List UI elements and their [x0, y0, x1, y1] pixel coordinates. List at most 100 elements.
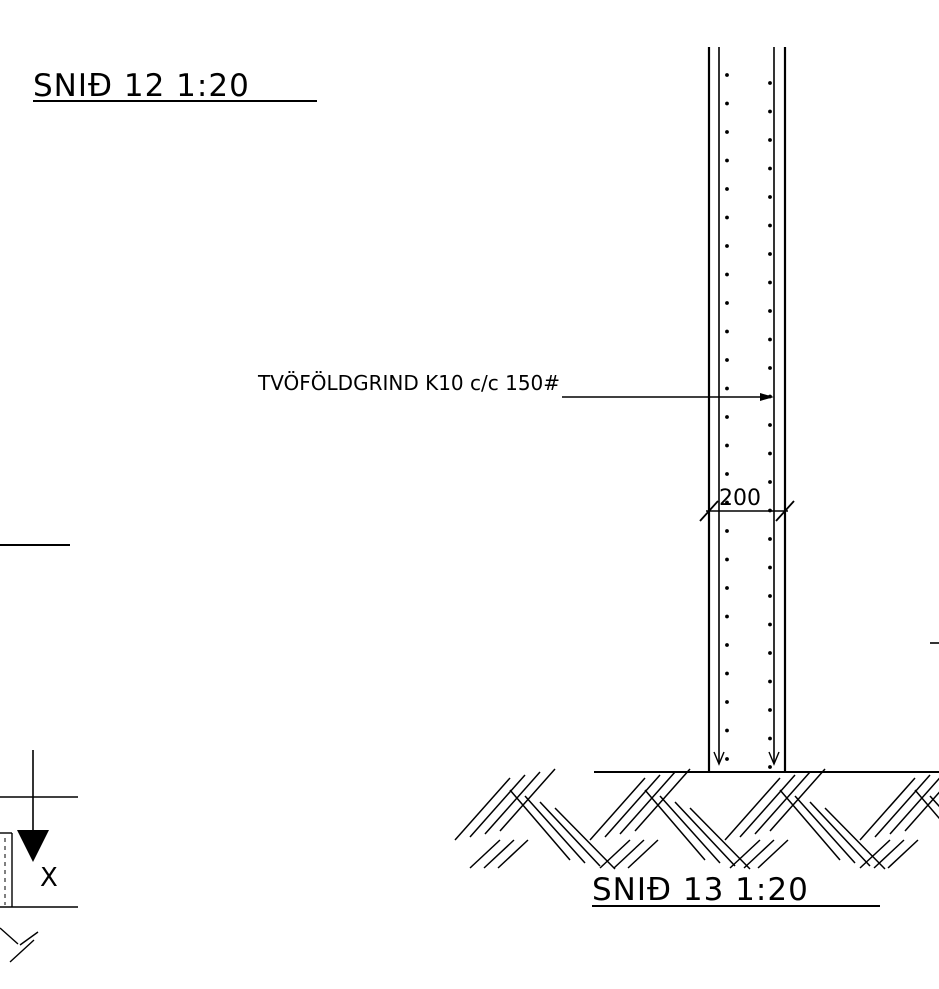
- hatch-line: [904, 791, 939, 832]
- hatch-line: [887, 839, 919, 869]
- rebar-dot: [768, 280, 772, 285]
- hatch-line: [644, 789, 706, 861]
- section-12-title: SNIÐ 12 1:20: [33, 68, 250, 104]
- rebar-dot: [768, 138, 772, 142]
- rebar-dot: [725, 215, 729, 220]
- rebar-dot: [725, 415, 729, 419]
- hatch-line: [859, 777, 916, 841]
- hatch-line: [779, 789, 841, 861]
- rebar-right-hook: [768, 751, 780, 766]
- hatch-line: [484, 771, 541, 835]
- hatch-line: [604, 774, 661, 838]
- rebar-dot: [725, 73, 729, 77]
- soil-hatching: [454, 768, 939, 870]
- hatch-line: [469, 774, 526, 838]
- hatch-line: [757, 839, 789, 869]
- level-marker-triangle: [17, 830, 49, 862]
- rebar-dot: [725, 358, 729, 362]
- rebar-dot: [768, 451, 772, 456]
- partial-hatch-2: [9, 939, 35, 963]
- rebar-dot: [725, 614, 729, 619]
- rebar-dot: [768, 252, 772, 256]
- rebar-dot: [725, 643, 729, 647]
- rebar-dot: [725, 700, 729, 704]
- reinforcement-leader-arrow: [760, 393, 774, 401]
- hatch-line: [889, 777, 939, 835]
- rebar-dot: [768, 594, 772, 598]
- rebar-dot: [768, 423, 772, 427]
- rebar-dot: [768, 622, 772, 627]
- rebar-dot: [725, 586, 729, 590]
- hatch-line: [754, 771, 811, 835]
- hatch-line: [499, 768, 556, 832]
- dimension-tick-right: [775, 500, 795, 522]
- rebar-dot: [768, 480, 772, 484]
- hatch-line: [914, 789, 939, 820]
- hatch-line: [743, 839, 775, 869]
- section-12: SNIÐ 12 1:20 X: [0, 68, 317, 963]
- hatch-line: [589, 777, 646, 841]
- rebar-dot: [725, 272, 729, 277]
- rebar-dot: [725, 529, 729, 533]
- hatch-line: [539, 801, 601, 867]
- rebar-dot: [725, 187, 729, 191]
- rebar-dot: [768, 337, 772, 342]
- rebar-dot: [768, 651, 772, 655]
- hatch-line: [599, 839, 631, 869]
- partial-hatch-3: [19, 931, 39, 946]
- hatch-line: [619, 771, 676, 835]
- hatch-line: [859, 839, 891, 869]
- rebar-dot: [725, 301, 729, 305]
- hatch-line: [739, 774, 796, 838]
- rebar-left-hook: [713, 751, 725, 766]
- rebar-dot: [725, 557, 729, 562]
- hatch-line: [794, 795, 856, 864]
- hatch-line: [659, 795, 721, 864]
- wall-thickness-dimension: 200: [699, 486, 795, 522]
- rebar-dot: [768, 366, 772, 370]
- dimension-value: 200: [719, 486, 761, 511]
- level-marker-label: X: [40, 863, 58, 893]
- hatch-line: [674, 801, 736, 867]
- hatch-line: [469, 839, 501, 869]
- hatch-line: [483, 839, 515, 869]
- hatch-line: [729, 839, 761, 869]
- hatch-line: [724, 777, 781, 841]
- hatch-line: [497, 839, 529, 869]
- rebar-dot: [768, 679, 772, 684]
- rebar-dot: [725, 671, 729, 676]
- rebar-dot: [725, 386, 729, 391]
- rebar-dot: [725, 500, 729, 505]
- hatch-line: [873, 839, 905, 869]
- hatch-line: [509, 789, 571, 861]
- rebar-dot: [768, 537, 772, 541]
- rebar-dot: [768, 765, 772, 769]
- rebar-dot: [768, 166, 772, 171]
- rebar-dot: [725, 757, 729, 761]
- section-13-title: SNIÐ 13 1:20: [592, 872, 809, 908]
- rebar-dot: [725, 130, 729, 134]
- hatch-line: [769, 768, 826, 832]
- hatch-line: [874, 774, 931, 838]
- hatch-line: [613, 839, 645, 869]
- rebar-dot: [768, 195, 772, 199]
- rebar-dot: [725, 728, 729, 733]
- section-13: TVÖFÖLDGRIND K10 c/c 150# 200 SNIÐ 13 1:…: [257, 47, 939, 908]
- rebar-dot: [768, 708, 772, 712]
- rebar-dot: [725, 244, 729, 248]
- dimension-tick-left: [699, 500, 719, 522]
- rebar-dot: [768, 565, 772, 570]
- rebar-dot: [725, 329, 729, 334]
- hatch-line: [554, 807, 616, 870]
- hatch-line: [524, 795, 586, 864]
- reinforcement-label: TVÖFÖLDGRIND K10 c/c 150#: [257, 371, 560, 395]
- hatch-line: [929, 795, 939, 808]
- section-12-level-detail: X: [0, 750, 78, 963]
- rebar-dot: [768, 223, 772, 228]
- rebar-dot: [725, 101, 729, 106]
- partial-hatch-1: [0, 927, 19, 945]
- rebar-dot: [725, 472, 729, 476]
- hatch-line: [454, 777, 511, 841]
- rebar-dot: [725, 443, 729, 448]
